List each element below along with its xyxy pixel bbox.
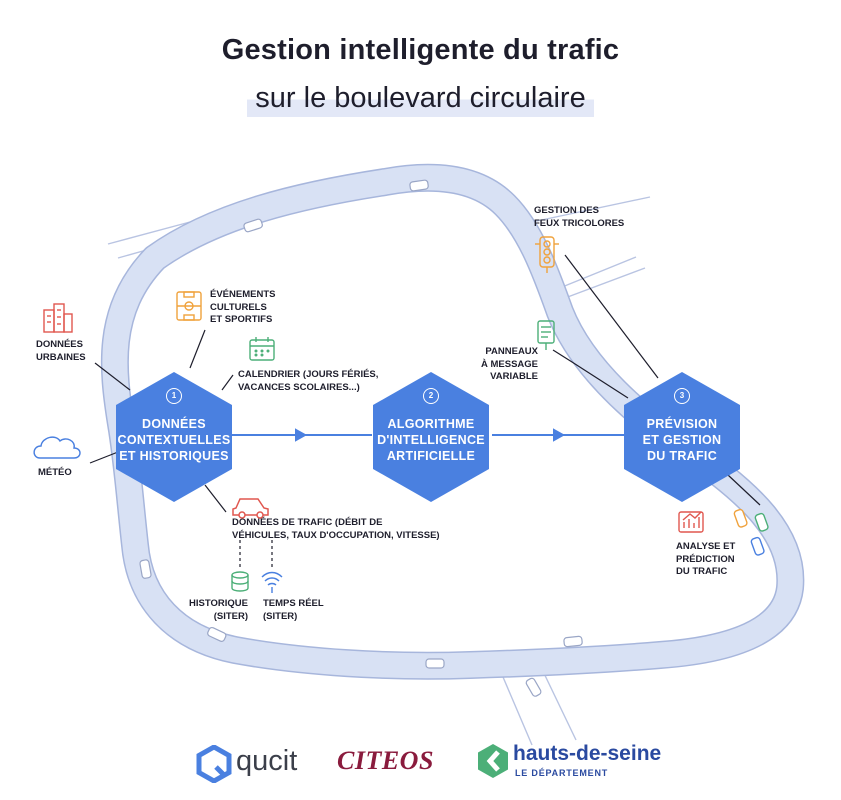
step-number-2: 2: [423, 388, 439, 404]
road-car-icon: [207, 626, 227, 642]
label-temps-reel: TEMPS RÉEL(SITER): [263, 598, 324, 622]
ring-road: [102, 165, 803, 679]
stadium-icon: [176, 291, 202, 321]
step-number-3: 3: [674, 388, 690, 404]
label-historique: HISTORIQUE(SITER): [189, 598, 248, 622]
road-car-icon: [409, 179, 429, 192]
hauts-de-seine-logo-icon: [478, 744, 508, 778]
hexagon-step-3: [624, 372, 740, 502]
cars-on-road: [139, 179, 583, 697]
flow-arrows: [232, 428, 625, 442]
label-meteo: MÉTÉO: [38, 467, 72, 478]
car-icon: [232, 498, 269, 519]
hexagon-step-2: [373, 372, 489, 502]
qucit-logo: qucit: [236, 745, 298, 777]
traffic-light-icon: [535, 236, 559, 273]
road-car-icon: [563, 635, 583, 648]
qucit-logo-icon: [196, 745, 232, 783]
calendar-icon: [249, 337, 275, 361]
message-sign-icon: [537, 320, 555, 350]
hauts-de-seine-subtitle: LE DÉPARTEMENT: [515, 768, 609, 778]
road-car-icon: [243, 218, 263, 233]
page-title: Gestion intelligente du trafic: [221, 34, 620, 66]
connector-lines: [89, 254, 761, 570]
hexagon-step-1: [116, 372, 232, 502]
cloud-icon: [33, 436, 81, 459]
hauts-de-seine-logo: hauts-de-seine: [513, 742, 662, 765]
page-subtitle: sur le boulevard circulaire: [247, 82, 594, 117]
analytics-chart-icon: [678, 511, 704, 533]
road-car-icon: [425, 658, 445, 669]
label-calendrier: CALENDRIER (JOURS FÉRIÉS,VACANCES SCOLAI…: [238, 369, 379, 393]
citeos-logo: CITEOS: [337, 746, 434, 775]
road-car-icon: [525, 677, 542, 697]
step-number-1: 1: [166, 388, 182, 404]
road-car-icon: [139, 559, 152, 579]
colored-cars: [733, 508, 769, 556]
wifi-signal-icon: [261, 571, 283, 593]
database-icon: [231, 571, 249, 592]
buildings-icon: [43, 303, 73, 333]
